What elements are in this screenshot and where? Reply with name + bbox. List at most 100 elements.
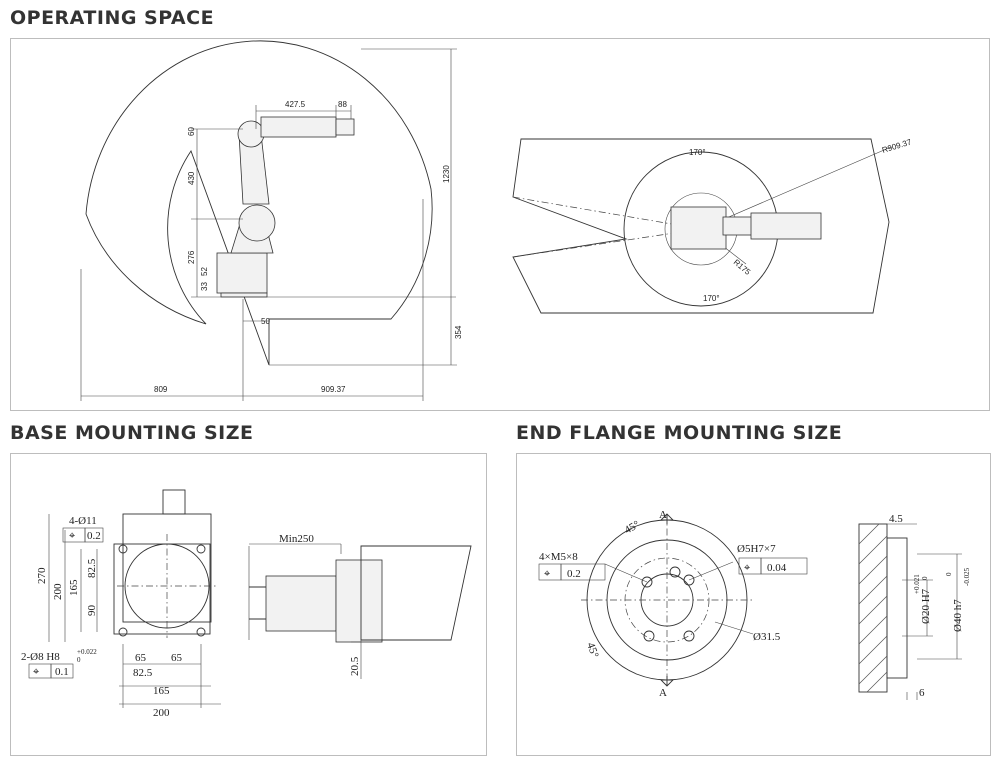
base-plate-body	[113, 543, 211, 635]
angle-45-top: 45°	[623, 519, 642, 537]
base-mounting-panel: 4-Ø11 ⌖ 0.2 2-Ø8 H8 +0.022 0 ⌖ 0.1 270 2…	[10, 453, 487, 756]
dim-427-5: 427.5	[285, 100, 306, 109]
dim-430: 430	[187, 171, 196, 185]
shaft-label: Ø40 h7	[952, 599, 964, 632]
shaft-tol-lower: -0.025	[963, 567, 971, 586]
dim-354: 354	[454, 325, 463, 339]
screw-hole-1	[641, 576, 653, 588]
dim-52: 52	[200, 267, 209, 276]
dim-165-v: 165	[68, 579, 80, 596]
flange-pcd-circle	[624, 557, 710, 643]
base-mounting-drawing: 4-Ø11 ⌖ 0.2 2-Ø8 H8 +0.022 0 ⌖ 0.1 270 2…	[21, 489, 472, 719]
pin-hole	[669, 566, 681, 578]
dim-65-a: 65	[135, 652, 147, 664]
dim-276: 276	[187, 250, 196, 264]
robot-forearm	[260, 116, 337, 138]
shaft-tol-upper: 0	[945, 572, 953, 576]
dim-33: 33	[200, 282, 209, 291]
operating-space-panel: 427.5 88 60 430 1230 276 52 33 50 354 80…	[10, 38, 990, 411]
section-a-top: A	[659, 509, 667, 521]
dim-809: 809	[154, 385, 168, 394]
flange-callouts	[538, 557, 808, 635]
workspace-top-envelope	[512, 138, 890, 314]
pin-tol: 0.04	[767, 562, 787, 574]
dim-200-h: 200	[153, 707, 170, 719]
pin-pos-tol: 0.1	[55, 666, 69, 678]
section-title-operating-space: OPERATING SPACE	[10, 7, 215, 29]
angle-top-170: 170°	[689, 148, 706, 157]
base-labels: 4-Ø11 ⌖ 0.2 2-Ø8 H8 +0.022 0 ⌖ 0.1 270 2…	[21, 515, 183, 719]
flange-section-labels: 4.5 Ø20 H7 +0.021 0 Ø40 h7 0 -0.025 6	[889, 513, 971, 699]
dim-4-5: 4.5	[889, 513, 903, 525]
pin-label: 2-Ø8 H8	[21, 651, 60, 663]
bore-tol-upper: +0.021	[913, 574, 921, 594]
dim-165-h: 165	[153, 685, 170, 697]
dim-270: 270	[36, 567, 48, 584]
pin-label: Ø5H7×7	[737, 543, 776, 555]
end-flange-drawing: A A 45° 45° 4×M5×8 ⌖ 0.2 Ø5H7×7 ⌖ 0.04 Ø…	[538, 509, 971, 700]
base-connector	[162, 489, 186, 515]
position-tol-icon: ⌖	[69, 530, 75, 542]
section-arrow-top-icon	[659, 513, 675, 521]
flange-front-view	[581, 513, 753, 687]
side-view-dimensions	[80, 48, 457, 401]
operating-space-drawing: 427.5 88 60 430 1230 276 52 33 50 354 80…	[80, 40, 913, 401]
flange-section-hub	[886, 537, 908, 679]
pin-tol-upper: +0.022	[77, 648, 97, 656]
end-flange-panel: A A 45° 45° 4×M5×8 ⌖ 0.2 Ø5H7×7 ⌖ 0.04 Ø…	[516, 453, 991, 756]
holes-label: 4-Ø11	[69, 515, 97, 527]
base-dimensions	[28, 514, 221, 708]
dim-20-5: 20.5	[349, 656, 361, 676]
pcd-label: Ø31.5	[753, 631, 781, 643]
min-250: Min250	[279, 533, 314, 545]
robot-wrist-side	[265, 575, 337, 632]
mounting-hole-tl	[118, 544, 128, 554]
holes-tol: 0.2	[87, 530, 101, 542]
dim-200-v: 200	[52, 583, 64, 600]
robot-side-view	[216, 116, 355, 298]
dim-1230: 1230	[442, 165, 451, 183]
robot-top-base	[670, 206, 727, 250]
dim-88: 88	[338, 100, 347, 109]
screw-label: 4×M5×8	[539, 551, 578, 563]
dim-50: 50	[261, 317, 270, 326]
flange-labels: A A 45° 45° 4×M5×8 ⌖ 0.2 Ø5H7×7 ⌖ 0.04 Ø…	[539, 509, 787, 699]
mounting-hole-br	[196, 627, 206, 637]
mounting-hole-tr	[196, 544, 206, 554]
pin-position-icon: ⌖	[33, 666, 39, 678]
dim-82-5-v: 82.5	[86, 558, 98, 578]
robot-base-plate	[220, 292, 268, 298]
mounting-bracket	[360, 545, 472, 641]
robot-base-side	[335, 559, 383, 643]
screw-position-icon: ⌖	[544, 568, 550, 580]
dim-82-5-h: 82.5	[133, 667, 153, 679]
side-view-dimension-labels: 427.5 88 60 430 1230 276 52 33 50 354 80…	[154, 100, 463, 394]
screw-hole-2	[683, 574, 695, 586]
pin-tol-lower: 0	[77, 656, 81, 664]
base-side-view	[248, 543, 472, 679]
radius-909-37: R909.37	[881, 137, 913, 155]
robot-joint-3	[237, 120, 265, 148]
workspace-envelope	[85, 40, 433, 366]
robot-base	[216, 252, 268, 294]
dim-60: 60	[187, 127, 196, 136]
angle-bottom-170: 170°	[703, 294, 720, 303]
dim-65-b: 65	[171, 652, 183, 664]
section-arrow-bottom-icon	[659, 679, 675, 687]
screw-hole-4	[683, 630, 695, 642]
top-view-workspace	[512, 138, 892, 314]
dim-90: 90	[86, 605, 98, 617]
robot-wrist	[335, 118, 355, 136]
dim-909-37: 909.37	[321, 385, 346, 394]
screw-tol: 0.2	[567, 568, 581, 580]
flange-section-view	[858, 523, 962, 700]
flange-section-body	[858, 523, 888, 693]
robot-top-view	[670, 206, 822, 250]
section-a-bottom: A	[659, 687, 667, 699]
bore-tol-lower: 0	[921, 576, 929, 580]
dim-6: 6	[919, 687, 925, 699]
radius-175: R175	[732, 258, 753, 278]
side-view-workspace	[85, 40, 433, 366]
bore-label: Ø20 H7	[920, 588, 932, 624]
robot-top-forearm	[750, 212, 822, 240]
